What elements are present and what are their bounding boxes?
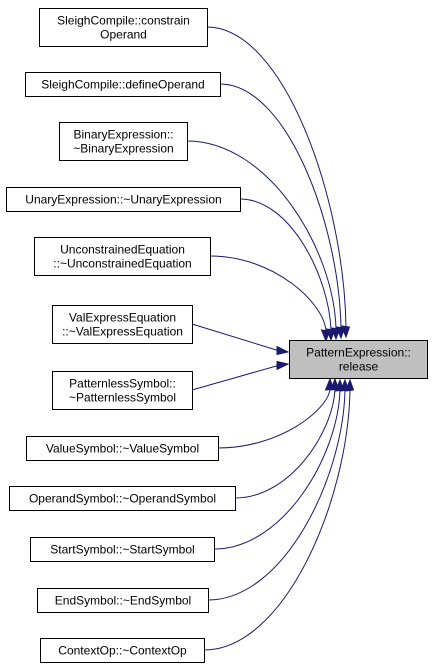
call-edge [239,198,332,331]
caller-node-box [37,588,209,613]
caller-node-label: UnconstrainedEquation [60,243,185,257]
caller-node[interactable]: SleighCompile::defineOperand [25,72,221,97]
arrowhead [276,345,290,356]
call-edge [206,26,347,328]
caller-node-box [25,72,221,97]
caller-node[interactable]: ContextOp::~ContextOp [40,638,205,663]
caller-node-box [30,537,215,562]
caller-node-label: BinaryExpression:: [73,128,173,142]
caller-node-label: ~BinaryExpression [73,142,173,156]
caller-node-label: ContextOp::~ContextOp [58,644,187,658]
caller-node-label: ValExpressEquation [69,311,176,325]
call-edge [207,389,346,601]
caller-node-box [39,8,208,47]
target-node-label: PatternExpression:: [306,346,411,360]
caller-node-label: OperandSymbol::~OperandSymbol [29,492,216,506]
caller-node-box [26,436,219,461]
caller-node[interactable]: StartSymbol::~StartSymbol [30,537,215,562]
caller-node-label: UnaryExpression::~UnaryExpression [25,193,221,207]
caller-node-label: ::~UnconstrainedEquation [53,257,191,271]
caller-node[interactable]: PatternlessSymbol::~PatternlessSymbol [52,371,193,410]
caller-node-label: SleighCompile::constrain [57,14,190,28]
caller-node-box [40,638,205,663]
call-edge [234,388,336,499]
target-node-box [289,340,428,379]
caller-node-label: ValueSymbol::~ValueSymbol [46,442,199,456]
caller-node-box [59,122,188,161]
caller-node-box [52,305,193,344]
caller-node[interactable]: UnconstrainedEquation::~UnconstrainedEqu… [34,237,211,276]
caller-node-label: ~PatternlessSymbol [69,391,176,405]
caller-node-label: Operand [100,28,147,42]
call-edge [213,389,341,550]
caller-node-label: EndSymbol::~EndSymbol [55,594,191,608]
target-node-label: release [339,360,379,374]
call-edge [191,323,279,351]
call-edge [191,365,279,391]
caller-node[interactable]: UnaryExpression::~UnaryExpression [6,187,241,212]
call-edges [186,26,355,651]
caller-node[interactable]: EndSymbol::~EndSymbol [37,588,209,613]
caller-node-box [6,187,241,212]
caller-node[interactable]: ValExpressEquation::~ValExpressEquation [52,305,193,344]
caller-node[interactable]: OperandSymbol::~OperandSymbol [9,486,236,511]
caller-node-box [9,486,236,511]
call-edge [219,83,342,329]
call-edge [217,388,331,449]
call-edge [209,255,327,332]
caller-node-label: SleighCompile::defineOperand [41,78,204,92]
caller-node-label: PatternlessSymbol:: [69,377,176,391]
arrowhead [320,329,331,343]
caller-node-label: ::~ValExpressEquation [62,325,183,339]
caller-node[interactable]: BinaryExpression::~BinaryExpression [59,122,188,161]
arrowhead [276,360,290,371]
caller-node-box [34,237,211,276]
call-edge [203,389,351,651]
caller-node-label: StartSymbol::~StartSymbol [50,543,194,557]
arrowhead [344,378,355,392]
caller-node[interactable]: ValueSymbol::~ValueSymbol [26,436,219,461]
call-edge [186,140,337,330]
graph-nodes: SleighCompile::constrainOperandSleighCom… [6,8,428,663]
caller-node-box [52,371,193,410]
target-node[interactable]: PatternExpression::release [289,340,428,379]
